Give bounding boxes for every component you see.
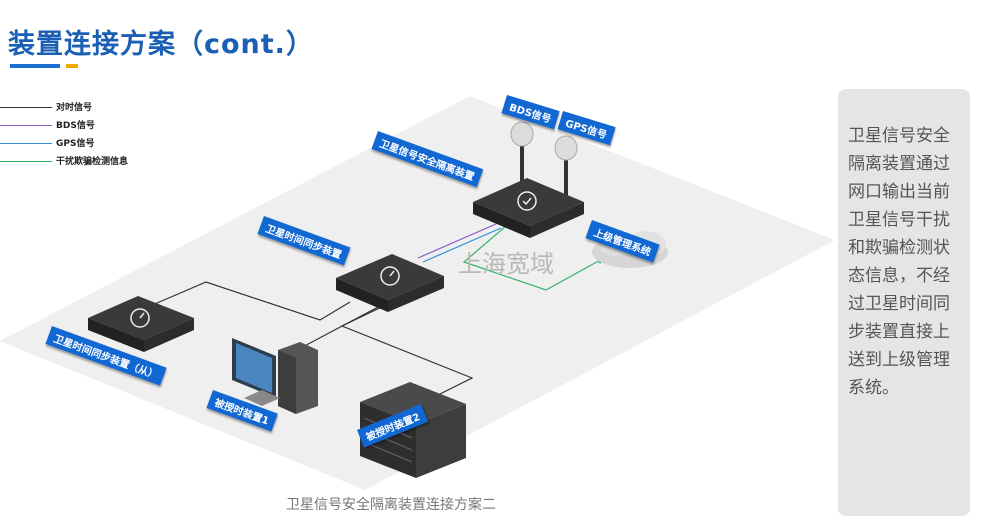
legend-label: GPS信号 — [56, 139, 95, 149]
legend-item-gps: GPS信号 — [0, 136, 160, 150]
legend-label: 干扰欺骗检测信息 — [56, 157, 129, 167]
legend-label: BDS信号 — [56, 121, 95, 131]
bds-antenna — [510, 121, 534, 196]
server-device — [360, 382, 466, 478]
cable-sync-to-slave — [149, 281, 351, 321]
description-text: 卫星信号安全隔离装置通过网口输出当前卫星信号干扰和欺骗检测状态信息，不经过卫星时… — [848, 126, 950, 398]
legend-item-bds: BDS信号 — [0, 118, 160, 132]
legend-item-detection: 干扰欺骗检测信息 — [0, 154, 160, 168]
legend-line-bds — [0, 125, 52, 126]
cable-sync-to-device2 — [340, 301, 474, 405]
cable-bds — [417, 223, 497, 259]
legend-line-gps — [0, 143, 52, 144]
legend-line-timing — [0, 107, 52, 108]
cable-gps — [422, 227, 502, 263]
title-underline-orange — [66, 64, 78, 68]
legend-item-timing: 对时信号 — [0, 100, 160, 114]
title-underline-blue — [10, 64, 60, 68]
sync-device — [336, 254, 444, 312]
legend-label: 对时信号 — [56, 103, 93, 113]
legend-line-detection — [0, 161, 52, 162]
watermark: 上海宽域 — [458, 250, 554, 278]
page-title: 装置连接方案（cont.） — [8, 29, 314, 60]
cable-detection — [462, 225, 605, 291]
description-panel: 卫星信号安全隔离装置通过网口输出当前卫星信号干扰和欺骗检测状态信息，不经过卫星时… — [838, 89, 970, 516]
isolation-device — [473, 178, 584, 238]
sync-slave-device — [88, 296, 194, 352]
computer-device — [232, 338, 318, 414]
diagram-caption: 卫星信号安全隔离装置连接方案二 — [286, 497, 496, 513]
